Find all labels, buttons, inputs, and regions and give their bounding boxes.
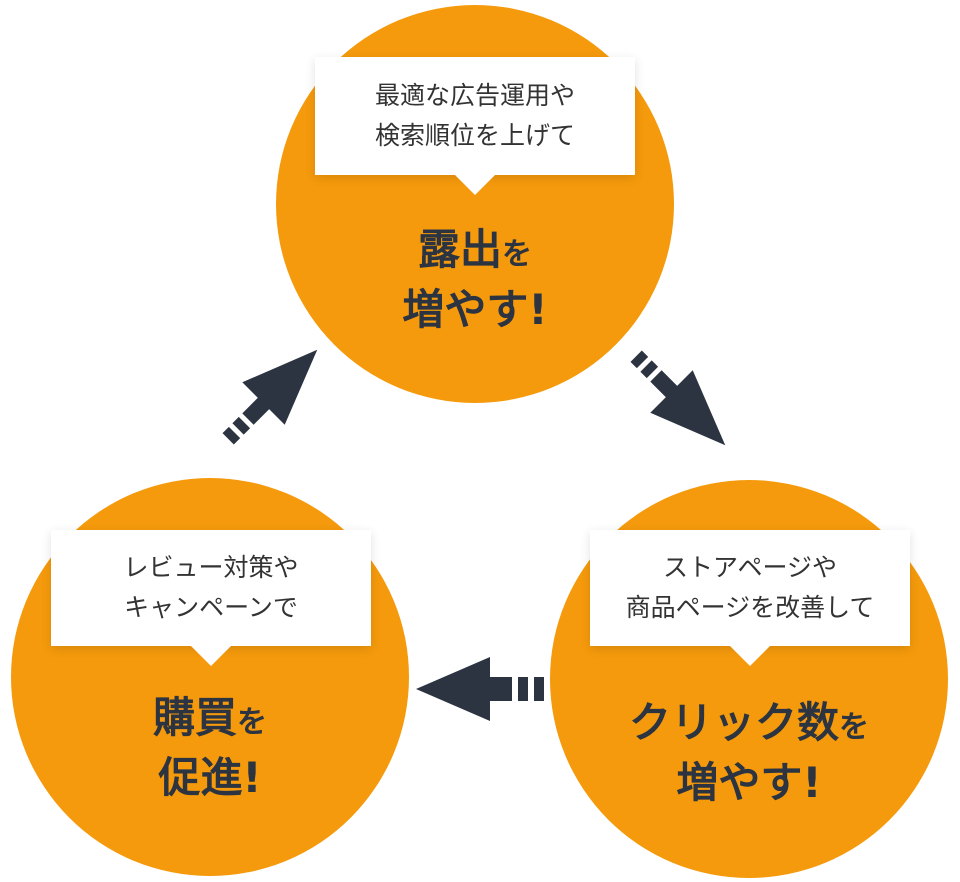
title-exposure-particle: を xyxy=(502,237,532,272)
title-exposure-exclamation: ! xyxy=(528,285,548,334)
arrow-exposure-to-clicks xyxy=(630,350,726,446)
arrow-dash xyxy=(640,360,659,379)
title-purchase-particle: を xyxy=(237,705,267,740)
title-purchase-verb: 促進 xyxy=(158,753,243,802)
arrow-shaft xyxy=(488,677,512,701)
title-purchase-main: 購買 xyxy=(152,693,237,742)
note-purchase: レビュー対策や キャンペーンで xyxy=(51,530,371,666)
note-clicks-line2: 商品ページを改善して xyxy=(625,593,875,622)
arrow-dash xyxy=(232,416,251,435)
arrow-head-icon xyxy=(650,370,726,446)
arrow-clicks-to-purchase xyxy=(416,657,544,721)
note-clicks: ストアページや 商品ページを改善して xyxy=(590,530,910,666)
arrow-dash xyxy=(518,677,528,701)
arrow-shaft xyxy=(242,396,271,425)
arrow-dash xyxy=(630,350,649,369)
arrow-head-icon xyxy=(416,657,490,721)
note-purchase-line2: キャンペーンで xyxy=(124,593,298,622)
title-clicks-particle: を xyxy=(839,710,869,745)
title-exposure-verb: 増やす xyxy=(402,285,529,334)
note-clicks-line1: ストアページや xyxy=(662,553,837,582)
title-clicks-exclamation: ! xyxy=(802,758,822,807)
title-clicks: クリック数を 増やす! xyxy=(550,693,948,813)
arrow-head-icon xyxy=(242,349,318,425)
arrow-dash xyxy=(534,677,544,701)
arrow-dash xyxy=(222,426,241,445)
title-clicks-verb: 増やす xyxy=(676,758,803,807)
note-purchase-line1: レビュー対策や xyxy=(123,553,299,582)
arrow-shaft xyxy=(650,370,679,399)
note-exposure-line1: 最適な広告運用や xyxy=(374,81,575,110)
title-exposure-main: 露出 xyxy=(417,225,502,274)
title-purchase-exclamation: ! xyxy=(242,753,262,802)
note-exposure: 最適な広告運用や 検索順位を上げて xyxy=(315,57,635,195)
title-clicks-main: クリック数 xyxy=(628,698,839,747)
title-exposure: 露出を 増やす! xyxy=(276,220,674,340)
arrow-purchase-to-exposure xyxy=(222,349,318,445)
title-purchase: 購買を 促進! xyxy=(11,688,409,808)
note-exposure-line2: 検索順位を上げて xyxy=(374,121,575,150)
